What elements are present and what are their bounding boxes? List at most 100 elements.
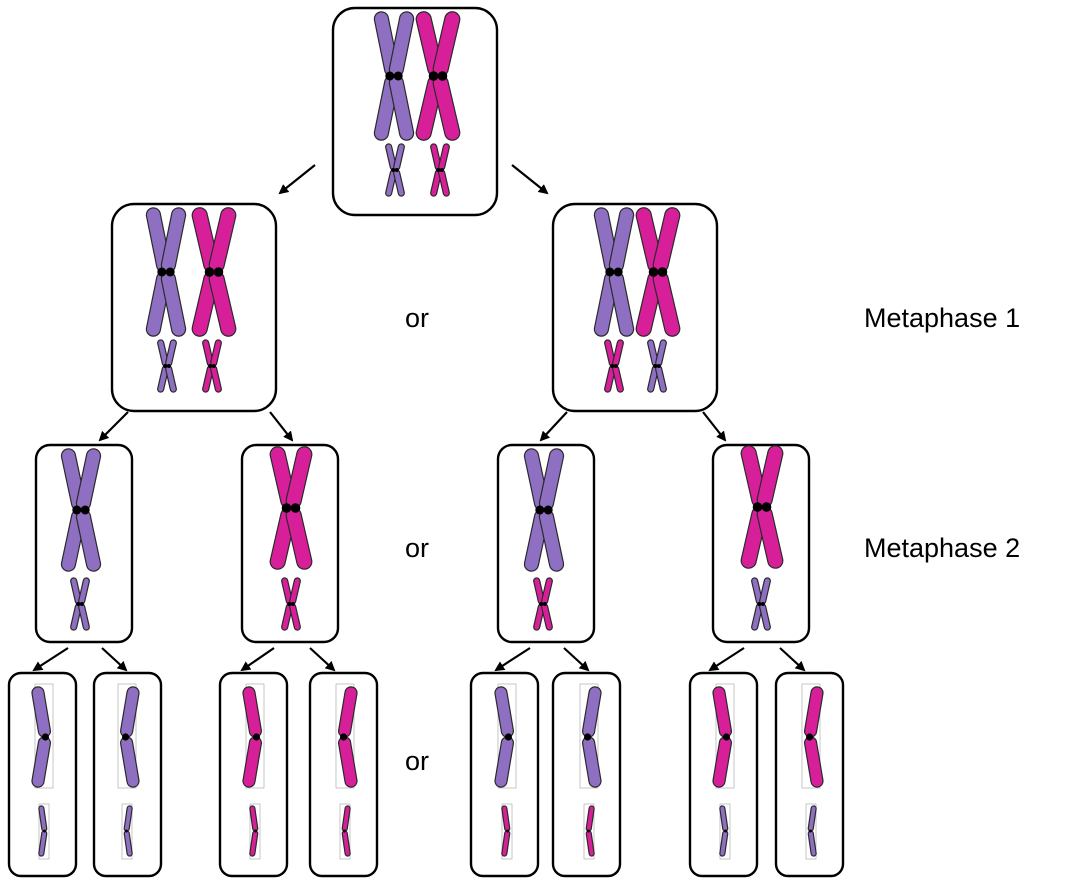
chromatid-small-magenta xyxy=(249,805,259,857)
chromosome-large-purple xyxy=(373,11,415,141)
centromere xyxy=(165,267,175,277)
centromere xyxy=(504,733,512,741)
metaphase-1-label: Metaphase 1 xyxy=(864,303,1021,333)
arrow xyxy=(563,647,590,672)
centromere xyxy=(506,829,510,833)
metaphase-2-label: Metaphase 2 xyxy=(864,533,1021,563)
centromere xyxy=(613,267,623,277)
centromere xyxy=(437,71,448,81)
chromatid-frame xyxy=(245,683,265,789)
centromere xyxy=(281,503,292,513)
chromatid-frame xyxy=(38,803,50,860)
centromere xyxy=(340,733,348,741)
or-label-metaphase1: or xyxy=(405,303,430,333)
arrow xyxy=(539,411,568,442)
chromatid-frame xyxy=(583,803,595,860)
parent-cell xyxy=(331,6,499,217)
chromatid-small-magenta xyxy=(341,805,351,857)
chromatid-small-magenta xyxy=(501,805,511,857)
chromosome-small-magenta xyxy=(202,339,222,393)
centromere xyxy=(757,602,762,606)
centromere xyxy=(724,829,728,833)
centromere xyxy=(391,168,396,172)
or-label-gametes: or xyxy=(405,746,430,776)
centromere xyxy=(761,502,772,512)
centromere xyxy=(342,829,346,833)
chromatid-small-magenta xyxy=(585,805,595,857)
chromosome-large-purple xyxy=(145,207,187,337)
centromere xyxy=(656,364,661,368)
centromere xyxy=(584,733,592,741)
chromatid-frame xyxy=(34,683,54,789)
centromere xyxy=(657,267,668,277)
chromatid-large-purple xyxy=(581,686,602,788)
centromere xyxy=(252,733,260,741)
centromere xyxy=(539,602,544,606)
chromatid-frame xyxy=(249,803,261,860)
arrow xyxy=(32,647,69,672)
chromosomes xyxy=(31,11,824,860)
chromosome-small-purple xyxy=(157,339,177,393)
chromatid-frame xyxy=(497,683,517,789)
chromosome-small-magenta xyxy=(533,577,553,631)
arrow xyxy=(278,164,316,195)
centromere xyxy=(385,71,395,81)
centromere xyxy=(208,364,213,368)
centromere xyxy=(543,505,553,515)
chromosome-large-magenta xyxy=(191,207,237,337)
chromosome-small-purple xyxy=(70,577,90,631)
chromosome-small-magenta xyxy=(430,143,450,197)
arrow xyxy=(511,164,549,195)
centromere xyxy=(122,733,130,741)
centromere xyxy=(166,364,171,368)
chromatid-large-purple xyxy=(119,686,140,788)
chromatid-small-purple xyxy=(719,805,729,857)
centromere xyxy=(79,602,84,606)
arrow xyxy=(98,411,129,442)
centromere xyxy=(605,267,615,277)
chromosome-large-purple xyxy=(593,207,635,337)
chromatid-large-magenta xyxy=(803,686,824,788)
chromatid-frame xyxy=(117,683,137,789)
centromere xyxy=(428,71,439,81)
chromatid-large-magenta xyxy=(242,686,263,788)
centromere xyxy=(287,602,292,606)
centromere xyxy=(213,267,224,277)
chromatid-frame xyxy=(501,803,513,860)
centromere xyxy=(43,829,47,833)
metaphase1-cell-a xyxy=(110,202,278,413)
centromere xyxy=(806,733,814,741)
centromere xyxy=(254,829,258,833)
centromere xyxy=(72,505,82,515)
centromere xyxy=(613,364,618,368)
metaphase1-cell-b xyxy=(551,202,719,413)
centromere xyxy=(204,267,215,277)
centromere xyxy=(290,602,295,606)
chromosome-small-purple xyxy=(647,339,667,393)
division-arrows xyxy=(32,164,806,672)
chromosome-large-magenta xyxy=(740,445,784,569)
chromatid-small-purple xyxy=(807,805,817,857)
chromosome-small-purple xyxy=(385,143,405,197)
chromatid-frame xyxy=(715,683,735,789)
chromatid-large-magenta xyxy=(712,686,733,788)
chromosome-large-purple xyxy=(60,448,102,572)
centromere xyxy=(124,829,128,833)
centromere xyxy=(290,503,301,513)
chromatid-large-magenta xyxy=(337,686,358,788)
centromere xyxy=(157,267,167,277)
chromatid-large-purple xyxy=(494,686,515,788)
centromere xyxy=(41,733,50,741)
centromere xyxy=(211,364,216,368)
centromere xyxy=(436,168,441,172)
chromosome-small-magenta xyxy=(604,339,624,393)
arrow xyxy=(779,647,806,672)
chromatid-frame xyxy=(339,803,351,860)
chromatid-frame xyxy=(335,683,355,789)
centromere xyxy=(439,168,444,172)
arrow xyxy=(494,647,531,672)
arrow xyxy=(269,411,294,442)
chromatid-small-purple xyxy=(123,805,133,857)
chromatid-small-purple xyxy=(38,805,48,857)
